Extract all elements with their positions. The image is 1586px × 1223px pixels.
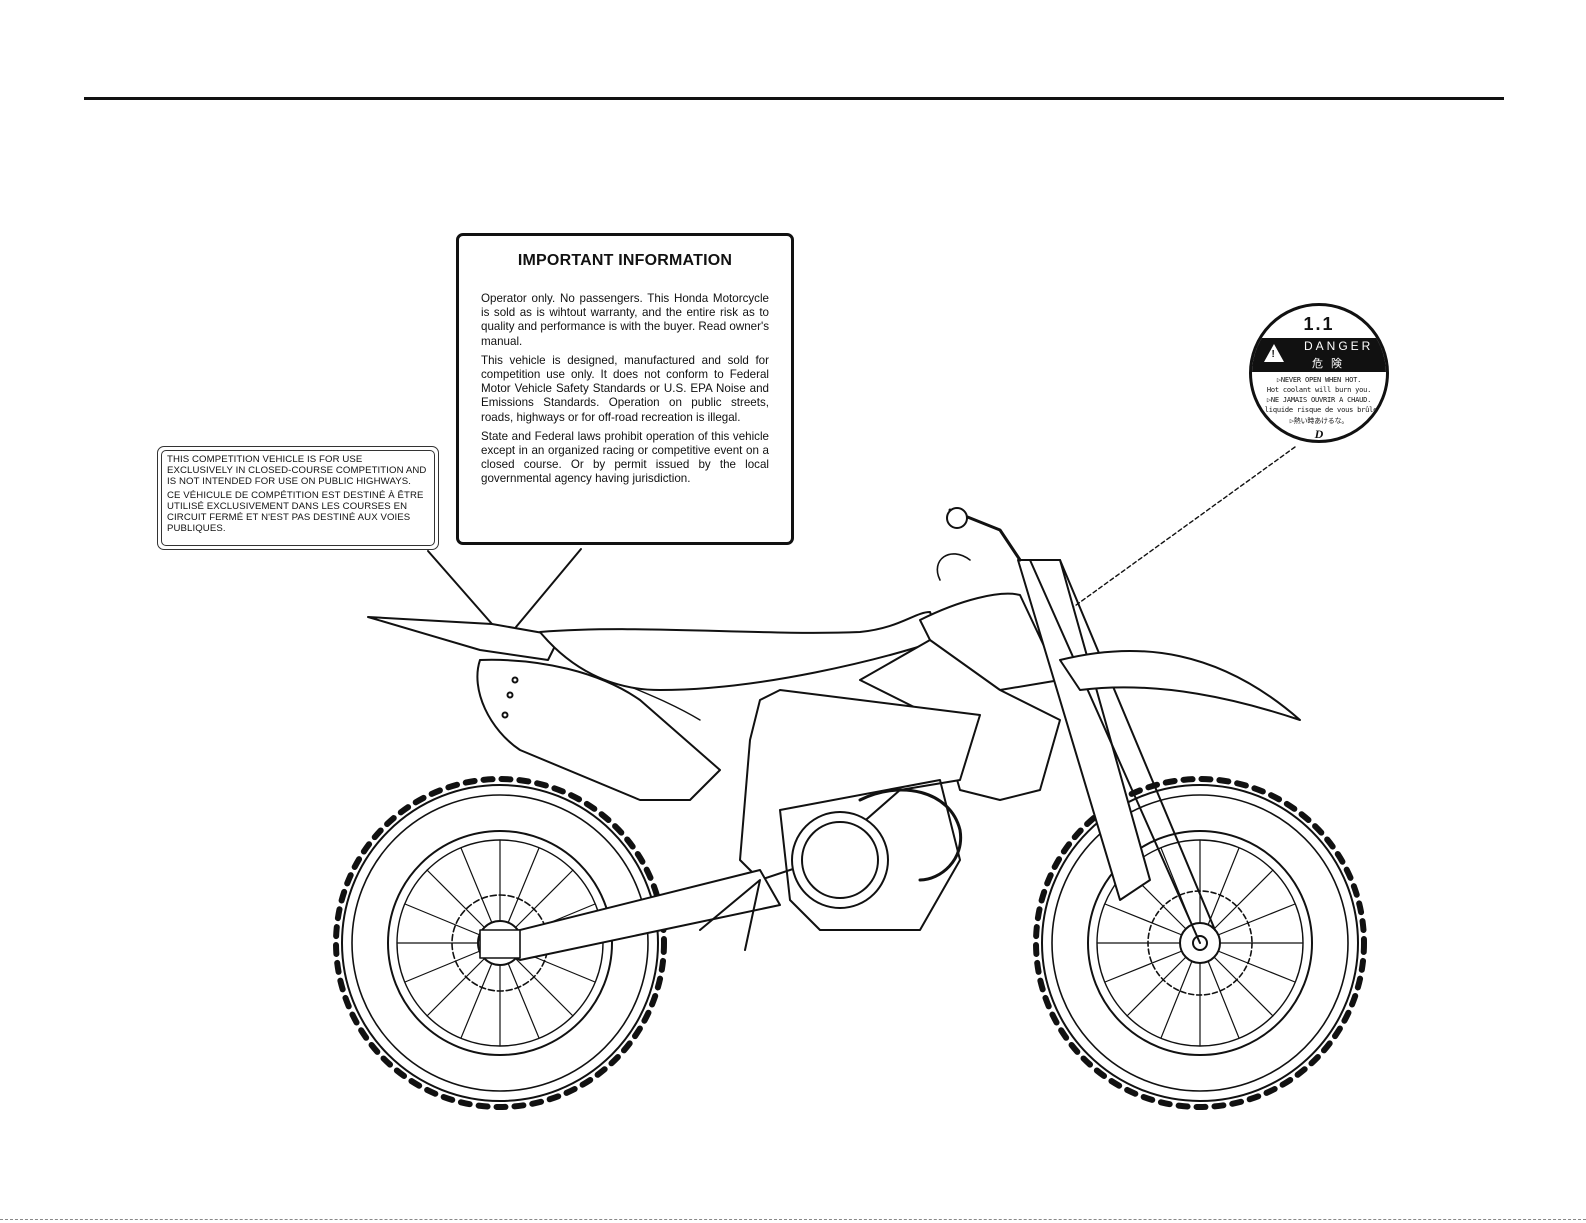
danger-heading: DANGER: [1304, 339, 1374, 353]
radiator-cap-danger-label: 1.1 ! DANGER 危険 ▷NEVER OPEN WHEN HOT. Ho…: [1249, 303, 1389, 443]
rear-rim: [387, 830, 613, 1056]
front-tire: [1041, 784, 1359, 1102]
engine: [779, 779, 961, 931]
important-information-title: IMPORTANT INFORMATION: [517, 252, 733, 269]
competition-vehicle-label: THIS COMPETITION VEHICLE IS FOR USE EXCL…: [157, 446, 439, 550]
rear-fender: [367, 616, 561, 661]
danger-line-5: ▷熱い時あけるな。: [1289, 417, 1349, 425]
leader-line-competition: [427, 550, 493, 625]
important-info-paragraph-3: State and Federal laws prohibit operatio…: [481, 429, 769, 486]
danger-logo-mark: D: [1314, 427, 1324, 441]
important-information-label: IMPORTANT INFORMATION Operator only. No …: [456, 233, 794, 545]
engine-cover: [791, 811, 889, 909]
exhaust-pipe: [858, 788, 963, 882]
danger-band: ! DANGER 危険: [1252, 338, 1386, 372]
footer-rule: [0, 1219, 1586, 1221]
important-info-paragraph-1: Operator only. No passengers. This Honda…: [481, 292, 769, 348]
danger-line-4: Le liquide risque de vous brûler.: [1252, 406, 1386, 414]
competition-label-french: CE VÉHICULE DE COMPÉTITION EST DESTINÉ À…: [167, 489, 424, 535]
warning-triangle-icon: [1264, 344, 1284, 362]
important-info-paragraph-2: This vehicle is designed, manufactured a…: [481, 353, 769, 424]
rear-tire: [335, 778, 665, 1108]
competition-label-inner: THIS COMPETITION VEHICLE IS FOR USE EXCL…: [161, 450, 435, 546]
swingarm: [479, 869, 781, 961]
danger-line-1: ▷NEVER OPEN WHEN HOT.: [1276, 376, 1362, 384]
header-rule: [84, 97, 1504, 100]
side-panel: [476, 658, 721, 801]
danger-label-number: 1.1: [1303, 314, 1335, 334]
leader-line-important: [515, 548, 582, 628]
competition-label-english: THIS COMPETITION VEHICLE IS FOR USE EXCL…: [167, 454, 427, 488]
front-fork: [1017, 559, 1151, 901]
danger-line-2: Hot coolant will burn you.: [1266, 386, 1372, 394]
front-fender: [1059, 649, 1301, 721]
exclamation-icon: !: [1271, 349, 1275, 360]
danger-heading-jp: 危険: [1312, 358, 1350, 370]
front-rim: [1087, 830, 1313, 1056]
danger-line-3: ▷NE JAMAIS OUVRIR A CHAUD.: [1266, 396, 1372, 404]
